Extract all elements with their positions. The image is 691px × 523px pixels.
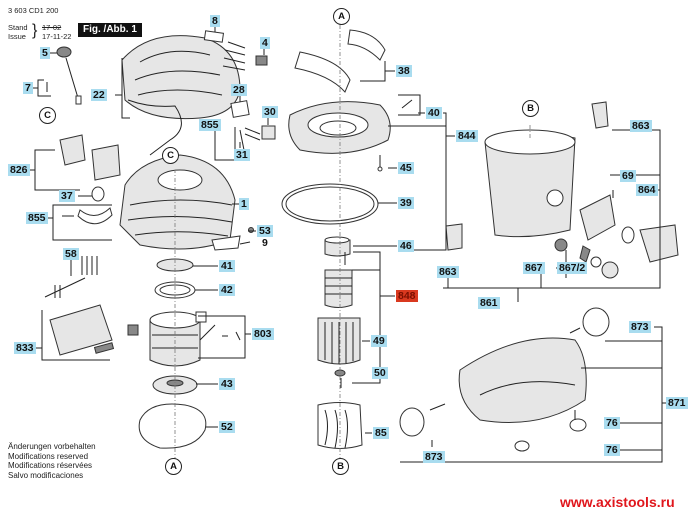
part-cable-5 xyxy=(56,46,82,105)
part-label-833[interactable]: 833 xyxy=(14,342,36,354)
part-label-28[interactable]: 28 xyxy=(231,84,247,96)
part-label-5[interactable]: 5 xyxy=(40,47,50,59)
part-label-867[interactable]: 867 xyxy=(523,262,545,274)
part-clip-30 xyxy=(239,125,276,151)
modifications-notice: Änderungen vorbehalten Modifications res… xyxy=(8,442,96,480)
part-filter-bag-85 xyxy=(317,402,363,449)
part-label-867-2[interactable]: 867/2 xyxy=(557,262,588,274)
part-base-871 xyxy=(458,337,587,423)
part-label-37[interactable]: 37 xyxy=(59,190,75,202)
brace: } xyxy=(32,22,38,39)
part-label-9[interactable]: 9 xyxy=(262,237,268,249)
part-filter-cage-848 xyxy=(324,252,353,308)
part-label-43[interactable]: 43 xyxy=(219,378,235,390)
part-grille-826 xyxy=(59,134,121,181)
part-label-31[interactable]: 31 xyxy=(234,149,250,161)
stand-value: 17-02 xyxy=(42,23,62,32)
part-label-30[interactable]: 30 xyxy=(262,106,278,118)
part-gasket-52 xyxy=(138,403,207,449)
part-label-42[interactable]: 42 xyxy=(219,284,235,296)
part-label-49[interactable]: 49 xyxy=(371,335,387,347)
part-housing-1 xyxy=(119,154,236,250)
part-gasket-28 xyxy=(230,100,250,118)
part-gasket-39 xyxy=(281,183,379,225)
part-terminals-58 xyxy=(44,256,98,298)
part-cap-46 xyxy=(324,236,351,257)
part-label-863-bottom[interactable]: 863 xyxy=(437,266,459,278)
part-label-9 xyxy=(211,235,241,251)
part-label-50[interactable]: 50 xyxy=(372,367,388,379)
part-screw-45 xyxy=(377,155,383,172)
notice-fr: Modifications réservées xyxy=(8,461,93,470)
part-label-844[interactable]: 844 xyxy=(456,130,478,142)
ref-marker-c-left: C xyxy=(39,107,56,124)
part-label-58[interactable]: 58 xyxy=(63,248,79,260)
part-grille-864 xyxy=(579,194,679,263)
part-label-38[interactable]: 38 xyxy=(396,65,412,77)
part-motor xyxy=(127,311,201,367)
ref-marker-c-housing: C xyxy=(162,147,179,164)
part-label-873-left[interactable]: 873 xyxy=(423,451,445,463)
part-label-826[interactable]: 826 xyxy=(8,164,30,176)
part-label-863-top[interactable]: 863 xyxy=(630,120,652,132)
notice-en: Modifications reserved xyxy=(8,451,89,461)
part-label-69[interactable]: 69 xyxy=(620,170,636,182)
part-filter-grid-4 xyxy=(203,30,268,71)
part-label-39[interactable]: 39 xyxy=(398,197,414,209)
part-label-861[interactable]: 861 xyxy=(478,297,500,309)
part-label-871[interactable]: 871 xyxy=(666,397,688,409)
part-label-855-left[interactable]: 855 xyxy=(26,212,48,224)
part-screw-7 xyxy=(44,82,51,97)
part-label-46[interactable]: 46 xyxy=(398,240,414,252)
part-label-85[interactable]: 85 xyxy=(373,427,389,439)
part-latch-863 xyxy=(445,101,609,251)
part-label-45[interactable]: 45 xyxy=(398,162,414,174)
part-wheel-873 xyxy=(399,307,610,437)
watermark-url[interactable]: www.axistools.ru xyxy=(560,494,675,510)
part-nut-53 xyxy=(248,227,254,233)
issue-value: 17-11-22 xyxy=(42,32,72,41)
part-label-22[interactable]: 22 xyxy=(91,89,107,101)
part-label-41[interactable]: 41 xyxy=(219,260,235,272)
notice-de: Änderungen vorbehalten xyxy=(8,442,96,451)
part-switch-40 xyxy=(398,94,421,116)
part-label-803[interactable]: 803 xyxy=(252,328,274,340)
part-label-52[interactable]: 52 xyxy=(219,421,235,433)
ref-marker-a-top: A xyxy=(333,8,350,25)
part-lid-844 xyxy=(288,101,391,154)
part-container-861 xyxy=(484,129,576,238)
part-label-7[interactable]: 7 xyxy=(23,82,33,94)
part-electronics-833 xyxy=(49,304,115,356)
part-label-76-bottom[interactable]: 76 xyxy=(604,444,620,456)
part-brushes-803 xyxy=(195,311,246,359)
ref-marker-b-bottom: B xyxy=(332,458,349,475)
figure-title: Fig. /Abb. 1 xyxy=(78,23,142,37)
part-oring-37 xyxy=(91,186,105,202)
part-label-855-top[interactable]: 855 xyxy=(199,119,221,131)
part-cord-hook xyxy=(127,99,182,156)
notice-es: Salvo modificaciones xyxy=(8,470,84,480)
part-filter-49 xyxy=(317,317,361,365)
part-bracket-855 xyxy=(62,207,113,225)
part-label-864[interactable]: 864 xyxy=(636,184,658,196)
part-label-8[interactable]: 8 xyxy=(210,15,220,27)
part-label-4[interactable]: 4 xyxy=(260,37,270,49)
part-caster-76 xyxy=(514,410,587,452)
part-label-76-top[interactable]: 76 xyxy=(604,417,620,429)
part-label-40[interactable]: 40 xyxy=(426,107,442,119)
stand-label: Stand xyxy=(8,23,28,32)
part-knob-867 xyxy=(554,238,619,279)
ref-marker-a-bottom: A xyxy=(165,458,182,475)
leader-lines xyxy=(30,24,668,463)
ref-marker-b-top: B xyxy=(522,100,539,117)
part-label-848[interactable]: 848 xyxy=(396,290,418,302)
part-label-53[interactable]: 53 xyxy=(257,225,273,237)
issue-label: Issue xyxy=(8,32,26,41)
part-label-873-right[interactable]: 873 xyxy=(629,321,651,333)
part-cover-38 xyxy=(294,29,386,93)
part-label-1[interactable]: 1 xyxy=(239,198,249,210)
part-number: 3 603 CD1 200 xyxy=(8,6,59,15)
part-lid-cover xyxy=(121,35,241,120)
